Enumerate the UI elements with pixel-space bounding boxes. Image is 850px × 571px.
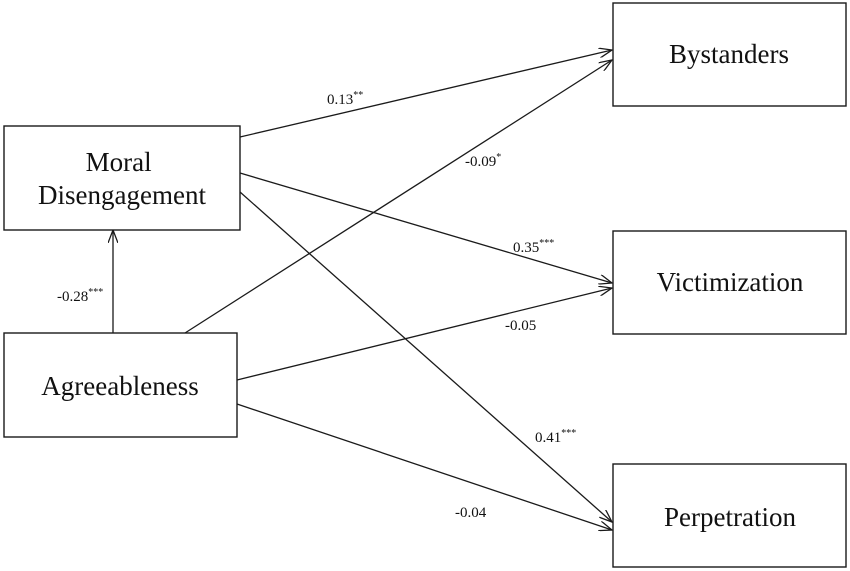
coef-moral-disengagement-to-bystanders: 0.13** <box>327 90 363 108</box>
coef-agreeableness-to-victimization: -0.05 <box>505 318 536 334</box>
edge-moral-disengagement-to-victimization <box>239 172 612 283</box>
edge-labels: -0.28*** 0.13** -0.09* 0.35*** -0.05 0.4… <box>57 90 576 521</box>
coef-moral-disengagement-to-perpetration: 0.41*** <box>535 428 576 446</box>
coef-agreeableness-to-perpetration: -0.04 <box>455 505 487 521</box>
edges <box>113 50 612 530</box>
node-label-victimization: Victimization <box>657 267 804 297</box>
node-victimization: Victimization <box>612 230 847 335</box>
edge-moral-disengagement-to-perpetration <box>239 191 612 522</box>
edge-agreeableness-to-victimization <box>236 288 612 381</box>
node-moral-disengagement: Moral Disengagement <box>3 125 241 231</box>
node-agreeableness: Agreeableness <box>3 332 238 438</box>
coef-moral-disengagement-to-victimization: 0.35*** <box>513 238 554 256</box>
coef-agreeableness-to-bystanders: -0.09* <box>465 152 501 170</box>
node-perpetration: Perpetration <box>612 463 847 568</box>
node-label-bystanders: Bystanders <box>669 39 789 69</box>
edge-agreeableness-to-perpetration <box>236 403 612 530</box>
node-box-agreeableness <box>3 332 238 438</box>
coef-agreeableness-to-moral-disengagement: -0.28*** <box>57 287 103 305</box>
node-box-perpetration <box>612 463 847 568</box>
node-label-perpetration: Perpetration <box>664 502 796 532</box>
node-label-agreeableness: Agreeableness <box>41 371 198 401</box>
node-box-victimization <box>612 230 847 335</box>
node-label-moral-disengagement: Moral Disengagement <box>38 147 206 210</box>
node-box-bystanders <box>612 2 847 107</box>
node-bystanders: Bystanders <box>612 2 847 107</box>
edge-moral-disengagement-to-bystanders <box>239 50 612 138</box>
node-box-moral-disengagement <box>3 125 241 231</box>
edge-agreeableness-to-bystanders <box>184 60 612 334</box>
